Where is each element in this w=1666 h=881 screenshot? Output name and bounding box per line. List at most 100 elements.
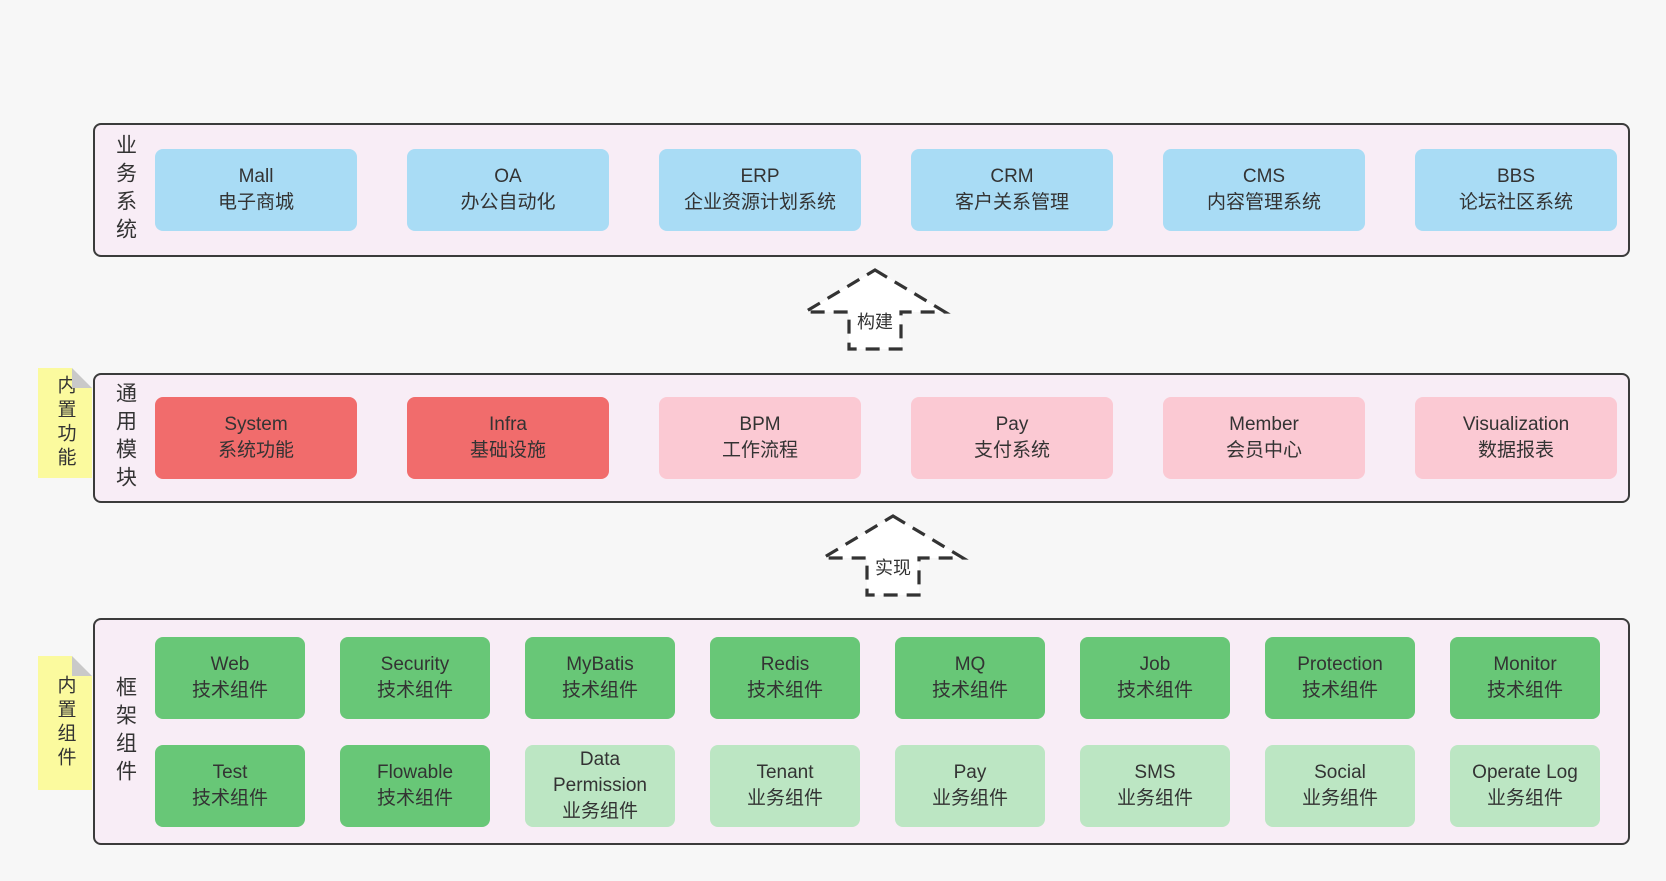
box-subtitle: 技术组件 (1116, 679, 1193, 701)
layer-business-systems: 业务系统 Mall 电子商城 OA 办公自动化 ERP 企业资源计划系统 CRM… (93, 123, 1630, 257)
box-system: System 系统功能 (155, 397, 357, 479)
components-row-1: Web 技术组件 Security 技术组件 MyBatis 技术组件 Redi… (155, 636, 1628, 719)
box-subtitle: 会员中心 (1225, 440, 1302, 461)
box-sms: SMS 业务组件 (1080, 744, 1230, 827)
box-web: Web 技术组件 (155, 636, 305, 719)
box-subtitle: 业务组件 (931, 787, 1008, 809)
box-title: Mall (238, 166, 274, 187)
implement-arrow: 实现 (817, 512, 969, 598)
box-title: System (224, 414, 288, 435)
box-infra: Infra 基础设施 (407, 397, 609, 479)
box-title: Tenant (756, 761, 814, 783)
sticky-note-built-in-components: 内置组件 (38, 656, 92, 790)
box-pay-component: Pay 业务组件 (895, 744, 1045, 827)
layer-label-business-systems: 业务系统 (95, 134, 155, 246)
box-monitor: Monitor 技术组件 (1450, 636, 1600, 719)
box-title: Social (1314, 761, 1366, 783)
modules-row: System 系统功能 Infra 基础设施 BPM 工作流程 Pay 支付系统… (155, 397, 1628, 479)
box-subtitle: 业务组件 (1116, 787, 1193, 809)
box-erp: ERP 企业资源计划系统 (659, 149, 861, 231)
box-subtitle: 技术组件 (746, 679, 823, 701)
box-visualization: Visualization 数据报表 (1415, 397, 1617, 479)
sticky-note-text: 内置功能 (54, 375, 76, 471)
box-subtitle: 业务组件 (1301, 787, 1378, 809)
layer-title: 通用模块 (113, 382, 137, 494)
box-subtitle: 技术组件 (1486, 679, 1563, 701)
layer-common-modules: 通用模块 System 系统功能 Infra 基础设施 BPM 工作流程 Pay… (93, 373, 1630, 503)
box-social: Social 业务组件 (1265, 744, 1415, 827)
box-subtitle: 技术组件 (561, 679, 638, 701)
box-oa: OA 办公自动化 (407, 149, 609, 231)
box-subtitle: 技术组件 (1301, 679, 1378, 701)
box-subtitle: 业务组件 (746, 787, 823, 809)
box-bbs: BBS 论坛社区系统 (1415, 149, 1617, 231)
box-tenant: Tenant 业务组件 (710, 744, 860, 827)
box-operate-log: Operate Log 业务组件 (1450, 744, 1600, 827)
box-title: OA (494, 166, 522, 187)
box-title: MyBatis (566, 653, 634, 675)
sticky-note-built-in-features: 内置功能 (38, 368, 92, 478)
business-systems-boxes: Mall 电子商城 OA 办公自动化 ERP 企业资源计划系统 CRM 客户关系… (155, 149, 1628, 231)
layer-title: 框架组件 (113, 675, 137, 788)
box-crm: CRM 客户关系管理 (911, 149, 1113, 231)
box-title: Web (210, 653, 250, 675)
box-subtitle: 客户关系管理 (954, 192, 1069, 213)
box-title: Operate Log (1472, 761, 1578, 783)
box-title: SMS (1134, 761, 1176, 783)
box-mall: Mall 电子商城 (155, 149, 357, 231)
build-arrow: 构建 (799, 266, 951, 352)
box-title: Visualization (1462, 414, 1570, 435)
box-redis: Redis 技术组件 (710, 636, 860, 719)
box-subtitle: 数据报表 (1477, 440, 1554, 461)
box-subtitle: 电子商城 (217, 192, 294, 213)
box-title: Security (380, 653, 450, 675)
box-title: Pay (953, 761, 987, 783)
box-data-permission: Data Permission 业务组件 (525, 744, 675, 827)
layer-framework-components: 框架组件 Web 技术组件 Security 技术组件 MyBatis 技术组件… (93, 618, 1630, 845)
box-cms: CMS 内容管理系统 (1163, 149, 1365, 231)
common-modules-boxes: System 系统功能 Infra 基础设施 BPM 工作流程 Pay 支付系统… (155, 397, 1628, 479)
box-bpm: BPM 工作流程 (659, 397, 861, 479)
box-subtitle: 办公自动化 (460, 192, 556, 213)
sticky-note-text: 内置组件 (54, 675, 76, 771)
layer-label-framework-components: 框架组件 (95, 676, 155, 788)
box-subtitle: 企业资源计划系统 (683, 192, 836, 213)
business-row: Mall 电子商城 OA 办公自动化 ERP 企业资源计划系统 CRM 客户关系… (155, 149, 1628, 231)
box-title: ERP (740, 166, 780, 187)
components-row-2: Test 技术组件 Flowable 技术组件 Data Permission … (155, 744, 1628, 827)
box-subtitle: 基础设施 (469, 440, 546, 461)
box-subtitle: 工作流程 (721, 440, 798, 461)
box-subtitle: 支付系统 (973, 440, 1050, 461)
box-title: BBS (1496, 166, 1536, 187)
box-title: CRM (990, 166, 1034, 187)
box-title: BPM (739, 414, 781, 435)
box-title: Pay (995, 414, 1029, 435)
box-protection: Protection 技术组件 (1265, 636, 1415, 719)
box-title: Member (1229, 414, 1299, 435)
box-title: Protection (1297, 653, 1383, 675)
layer-title: 业务系统 (113, 134, 137, 246)
box-title: Job (1139, 653, 1171, 675)
box-pay-module: Pay 支付系统 (911, 397, 1113, 479)
box-mybatis: MyBatis 技术组件 (525, 636, 675, 719)
box-member: Member 会员中心 (1163, 397, 1365, 479)
box-title: MQ (954, 653, 986, 675)
build-arrow-label: 构建 (854, 308, 896, 334)
box-mq: MQ 技术组件 (895, 636, 1045, 719)
box-subtitle: 系统功能 (217, 440, 294, 461)
box-subtitle: 技术组件 (191, 679, 268, 701)
box-subtitle: 技术组件 (376, 787, 453, 809)
box-title: Flowable (376, 761, 454, 783)
box-title: CMS (1242, 166, 1286, 187)
framework-components-boxes: Web 技术组件 Security 技术组件 MyBatis 技术组件 Redi… (155, 636, 1628, 827)
box-title: Monitor (1493, 653, 1557, 675)
box-subtitle: 业务组件 (561, 800, 638, 822)
box-subtitle: 技术组件 (376, 679, 453, 701)
box-test: Test 技术组件 (155, 744, 305, 827)
box-subtitle: 内容管理系统 (1206, 192, 1321, 213)
box-job: Job 技术组件 (1080, 636, 1230, 719)
box-subtitle: 论坛社区系统 (1458, 192, 1573, 213)
box-title: Infra (488, 414, 528, 435)
layer-label-common-modules: 通用模块 (95, 382, 155, 494)
implement-arrow-label: 实现 (872, 554, 914, 580)
